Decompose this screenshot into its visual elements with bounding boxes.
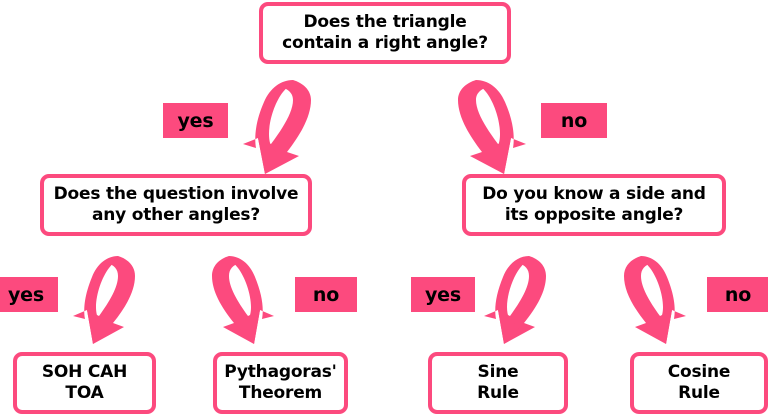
branch-label-no-left: no [295, 277, 357, 312]
branch-label-yes-left-text: yes [8, 283, 44, 306]
branch-label-yes-top: yes [163, 103, 228, 138]
node-outcome-soh-cah-toa: SOH CAH TOA [13, 352, 156, 414]
node-question-side-opposite-angle-label: Do you know a side and its opposite angl… [482, 184, 706, 225]
node-question-other-angles: Does the question involve any other angl… [40, 174, 312, 236]
curved-arrow-down-left-icon [483, 254, 547, 346]
node-question-other-angles-label: Does the question involve any other angl… [53, 184, 299, 225]
branch-label-yes-right: yes [411, 277, 475, 312]
branch-label-no-right-text: no [724, 283, 752, 306]
node-root-label: Does the triangle contain a right angle? [282, 12, 488, 53]
curved-arrow-down-left-icon [241, 78, 313, 176]
branch-label-no-right: no [707, 277, 768, 312]
branch-label-no-top-text: no [560, 109, 588, 132]
branch-label-yes-top-text: yes [177, 109, 214, 132]
branch-label-yes-right-text: yes [425, 283, 461, 306]
node-outcome-sine-rule-label: Sine Rule [477, 362, 519, 403]
branch-label-yes-left: yes [0, 277, 58, 312]
node-outcome-sine-rule: Sine Rule [428, 352, 568, 414]
node-outcome-pythagoras-theorem: Pythagoras' Theorem [213, 352, 348, 414]
node-root-question: Does the triangle contain a right angle? [259, 2, 511, 64]
node-outcome-cosine-rule-label: Cosine Rule [667, 362, 731, 403]
node-outcome-pythagoras-theorem-label: Pythagoras' Theorem [224, 362, 337, 403]
branch-label-no-left-text: no [312, 283, 340, 306]
curved-arrow-down-right-icon [623, 254, 687, 346]
branch-label-no-top: no [541, 103, 607, 138]
curved-arrow-down-right-icon [211, 254, 275, 346]
curved-arrow-down-left-icon [72, 254, 136, 346]
node-outcome-soh-cah-toa-label: SOH CAH TOA [41, 362, 128, 403]
node-question-side-opposite-angle: Do you know a side and its opposite angl… [462, 174, 726, 236]
node-outcome-cosine-rule: Cosine Rule [630, 352, 768, 414]
curved-arrow-down-right-icon [456, 78, 528, 176]
